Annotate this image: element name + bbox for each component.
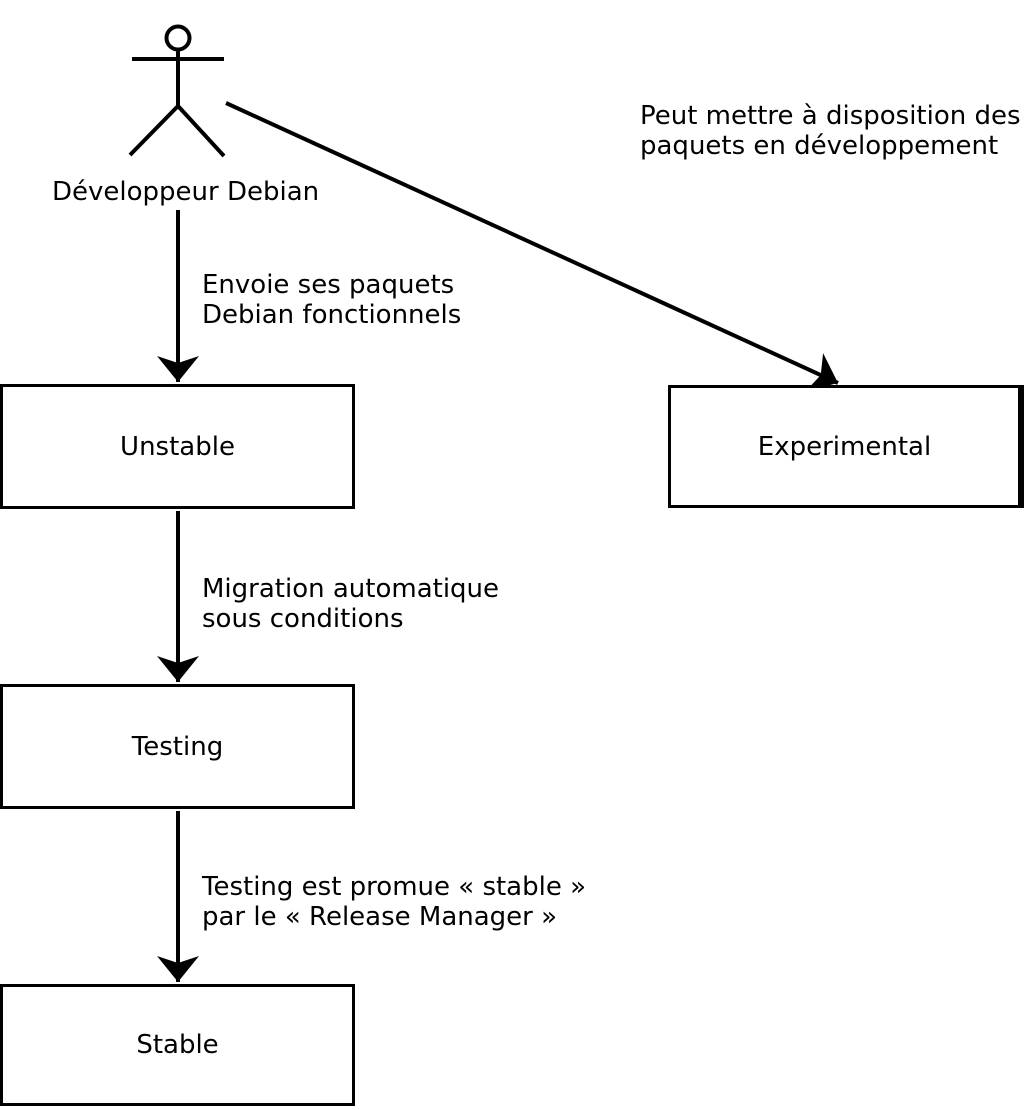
actor-figure-icon [128,24,226,158]
edge-label-developer-to-unstable: Envoie ses paquets Debian fonctionnels [202,270,461,330]
edge-label-line: Peut mettre à disposition des [640,101,1021,131]
edge-label-line: par le « Release Manager » [202,902,558,932]
actor-label: Développeur Debian [52,177,319,207]
arrow-developer-to-experimental [225,101,839,392]
box-stable: Stable [0,984,355,1106]
edge-label-line: sous conditions [202,604,404,634]
box-unstable-label: Unstable [120,431,235,462]
edge-label-line: Migration automatique [202,574,500,604]
edge-label-unstable-to-testing: Migration automatique sous conditions [202,574,499,634]
box-testing: Testing [0,684,355,809]
edge-label-line: Envoie ses paquets [202,270,455,300]
edge-label-line: paquets en développement [640,131,999,161]
actor-label-text: Développeur Debian [52,177,320,207]
box-experimental: Experimental [668,385,1024,508]
edge-label-developer-to-experimental: Peut mettre à disposition des paquets en… [640,101,1021,161]
box-unstable: Unstable [0,384,355,509]
actor-leg-left [128,104,180,157]
actor-leg-right [176,104,226,158]
box-stable-label: Stable [136,1030,219,1060]
actor-head [164,24,192,52]
edge-label-line: Testing est promue « stable » [202,872,587,902]
edge-label-line: Debian fonctionnels [202,300,462,330]
box-testing-label: Testing [131,731,224,762]
box-experimental-label: Experimental [757,431,932,462]
edge-label-testing-to-stable: Testing est promue « stable » par le « R… [202,872,586,932]
